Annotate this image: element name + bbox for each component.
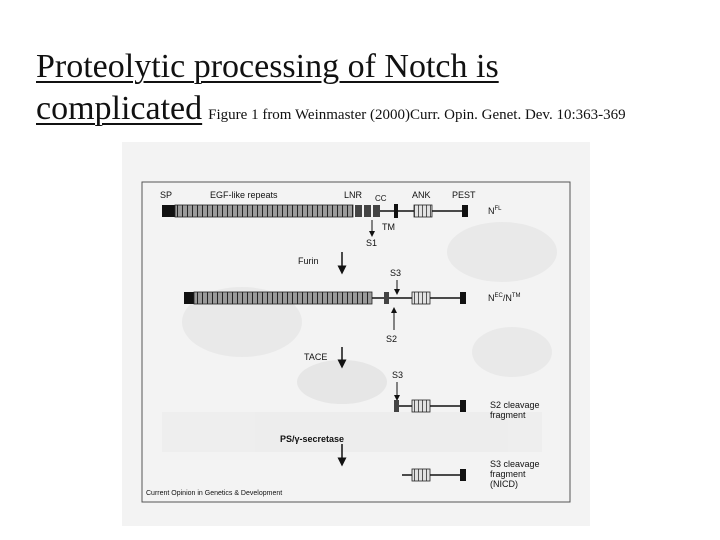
label-ank: ANK (412, 190, 431, 200)
label-cc: CC (375, 194, 387, 203)
notch-full-length (162, 204, 468, 218)
label-ntm-sup: TM (512, 293, 521, 299)
label-lnr: LNR (344, 190, 362, 200)
label-nfl: NFL (488, 206, 502, 216)
label-s1: S1 (366, 238, 377, 248)
label-s2: S2 (386, 334, 397, 344)
label-s3-b: S3 (392, 370, 403, 380)
label-tm: TM (382, 222, 395, 232)
notch-processing-figure: SP EGF-like repeats LNR CC ANK PEST TM S… (122, 142, 590, 526)
label-ps-secretase: PS/γ-secretase (280, 434, 344, 444)
label-pest: PEST (452, 190, 476, 200)
label-s2-fragment: S2 cleavage fragment (490, 400, 540, 420)
nicd-fragment (402, 469, 466, 481)
label-nfl-sup: FL (495, 206, 502, 212)
notch-heterodimer (184, 292, 466, 304)
label-s3-fragment: S3 cleavage fragment (NICD) (490, 459, 540, 489)
label-egf: EGF-like repeats (210, 190, 278, 200)
s2-fragment (394, 400, 466, 412)
figure-caption: Figure 1 from Weinmaster (2000)Curr. Opi… (208, 107, 625, 123)
label-furin: Furin (298, 256, 319, 266)
slide-title: Proteolytic processing of Notch is compl… (36, 46, 716, 136)
label-nec-sup: EC (495, 293, 503, 299)
label-s3-a: S3 (390, 268, 401, 278)
label-sp: SP (160, 190, 172, 200)
title-line-2: complicated (36, 90, 202, 127)
label-nec-ntm: NEC/NTM (488, 293, 521, 303)
title-line-1: Proteolytic processing of Notch is (36, 48, 499, 85)
label-tace: TACE (304, 352, 327, 362)
figure-footer: Current Opinion in Genetics & Developmen… (146, 490, 282, 497)
label-nec-sep: /N (503, 293, 512, 303)
